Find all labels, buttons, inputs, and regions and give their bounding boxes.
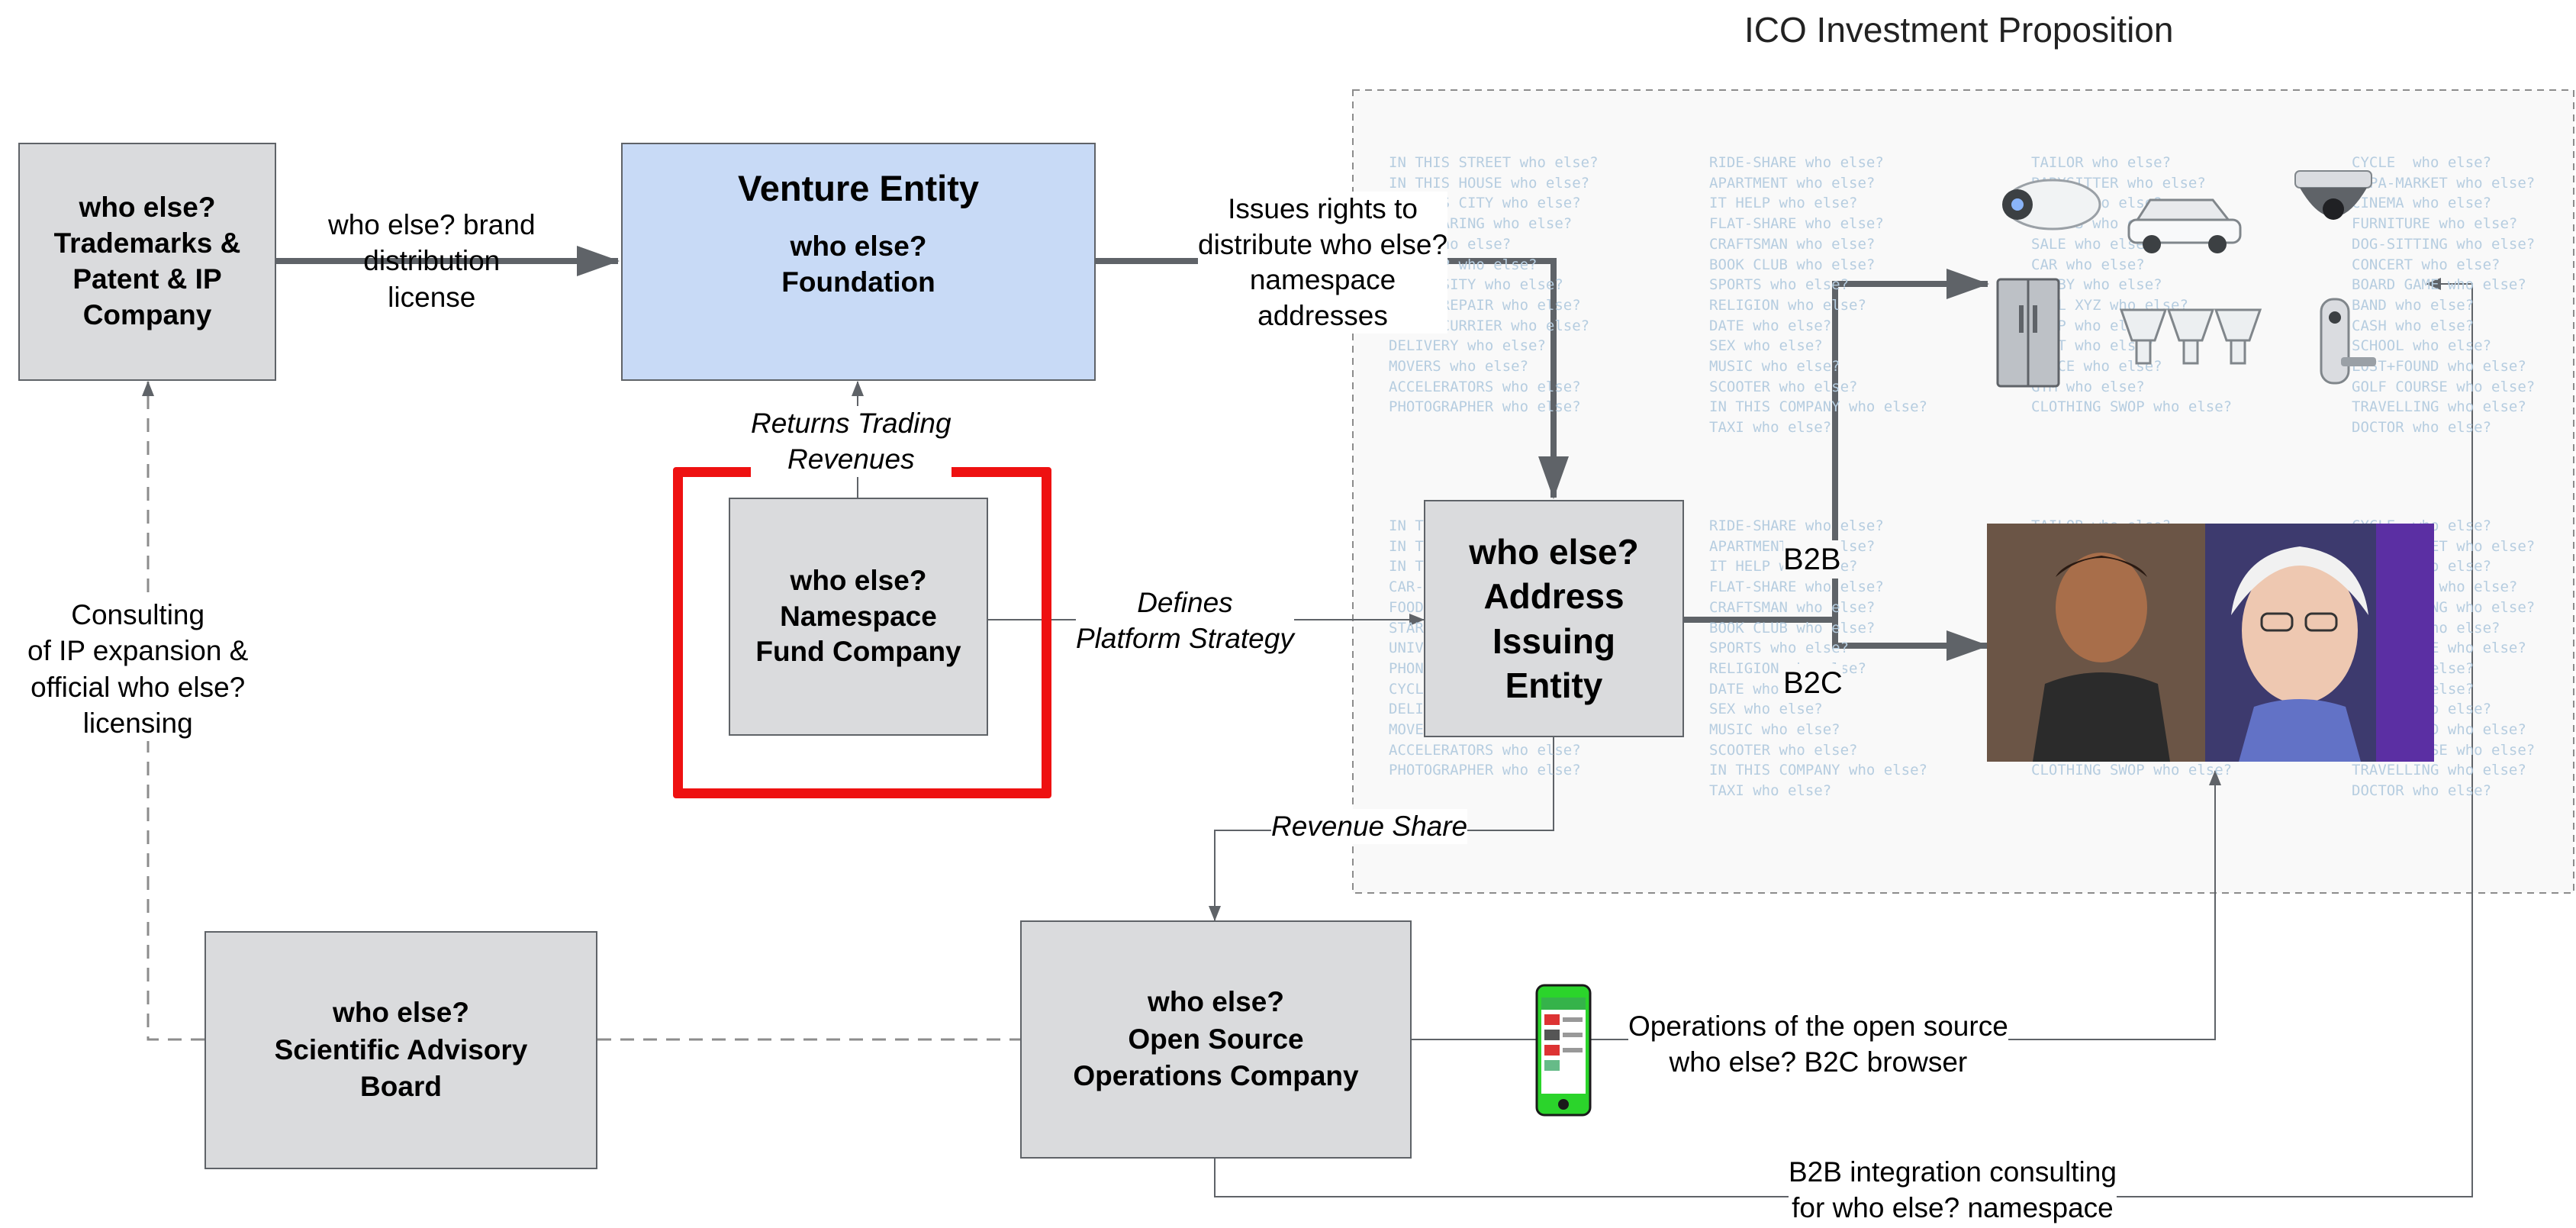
arrow-b2b-integration: [1214, 278, 2473, 1197]
smart-camera-icon: [2002, 179, 2101, 230]
diagram-title: ICO Investment Proposition: [1744, 10, 2174, 50]
venture-line: Foundation: [781, 266, 935, 298]
namespace-fund-line: Namespace: [780, 600, 937, 632]
label-line: Consulting: [71, 599, 205, 630]
label-consulting: Consulting of IP expansion & official wh…: [27, 597, 249, 742]
address-issuing-box: who else? Address Issuing Entity: [1424, 500, 1684, 737]
phone-image: [1535, 984, 1592, 1117]
watermark-list: CYCLE who else? SUPA-MARKET who else? CI…: [2352, 154, 2536, 437]
address-issuing-line: who else?: [1469, 531, 1639, 572]
namespace-fund-line: who else?: [790, 564, 927, 596]
arrow-consulting: [142, 381, 204, 1041]
venture-line: who else?: [790, 230, 927, 262]
trademarks-line: Company: [82, 298, 212, 330]
label-line: for who else? namespace: [1792, 1191, 2114, 1223]
label-line: who else? B2C browser: [1669, 1046, 1968, 1078]
label-line: Revenues: [787, 443, 915, 475]
watermark-list: RIDE-SHARE who else? APARTMENT who else?…: [1709, 154, 1927, 437]
venture-entity-box: Venture Entity who else? Foundation: [621, 143, 1096, 381]
scientific-line: Board: [360, 1071, 442, 1103]
label-line: license: [388, 281, 476, 313]
label-line: official who else?: [31, 671, 246, 703]
car-icon: [2127, 198, 2242, 253]
label-line: B2B integration consulting: [1789, 1156, 2117, 1188]
watermark-column-1: IN THIS STREET who else? IN THIS HOUSE w…: [1389, 153, 1599, 417]
scientific-line: who else?: [333, 997, 469, 1029]
open-source-box: who else? Open Source Operations Company: [1020, 920, 1412, 1159]
label-line: of IP expansion &: [27, 635, 249, 667]
scientific-line: Scientific Advisory: [274, 1033, 528, 1065]
label-b2b: B2B: [1783, 540, 1841, 579]
address-issuing-line: Entity: [1505, 665, 1603, 705]
trademarks-line: Patent & IP: [72, 263, 222, 295]
label-b2b-integration: B2B integration consulting for who else?…: [1789, 1155, 2117, 1226]
trademarks-box: who else? Trademarks & Patent & IP Compa…: [18, 143, 276, 381]
fridge-icon: [1996, 278, 2060, 388]
label-brand-license: who else? brand distribution license: [328, 207, 536, 315]
label-line: Platform Strategy: [1076, 620, 1294, 657]
arrow-b2b: [1832, 269, 1989, 620]
label-line: Issues rights to: [1228, 193, 1418, 224]
address-issuing-line: Address: [1483, 576, 1624, 617]
address-issuing-line: Issuing: [1492, 620, 1616, 661]
label-line: who else? brand: [328, 209, 536, 240]
watermark-column-4: CYCLE who else? SUPA-MARKET who else? CI…: [2352, 153, 2535, 438]
label-operations: Operations of the open source who else? …: [1628, 1009, 2008, 1081]
label-revenue-share: Revenue Share: [1271, 809, 1468, 845]
open-source-line: who else?: [1148, 986, 1284, 1018]
label-line: Operations of the open source: [1628, 1010, 2008, 1042]
child-figure: [2033, 553, 2170, 762]
label-line: addresses: [1257, 299, 1388, 331]
trademarks-line: Trademarks &: [53, 227, 241, 259]
label-returns-trading: Returns Trading Revenues: [751, 406, 952, 478]
open-source-line: Open Source: [1128, 1023, 1304, 1055]
b2c-people-photo: [1987, 524, 2434, 762]
venture-heading: Venture Entity: [737, 168, 979, 208]
label-b2c: B2C: [1783, 664, 1843, 702]
arrow-b2c: [1832, 620, 1989, 661]
elderly-woman-figure: [2231, 546, 2368, 762]
watermark-list: RIDE-SHARE who else? APARTMENT who else?…: [1709, 517, 1927, 800]
light-bulbs-icon: [2119, 308, 2262, 365]
namespace-fund-box: who else? Namespace Fund Company: [729, 498, 988, 736]
dome-camera-icon: [2294, 170, 2372, 220]
watermark-column-2: RIDE-SHARE who else? APARTMENT who else?…: [1709, 153, 1927, 438]
label-line: distribute who else?: [1198, 228, 1448, 260]
open-source-line: Operations Company: [1073, 1060, 1359, 1092]
namespace-fund-line: Fund Company: [755, 636, 961, 668]
label-line: namespace: [1249, 264, 1396, 296]
label-line: Returns Trading: [751, 408, 952, 439]
label-defines-platform: Defines Platform Strategy: [1076, 585, 1294, 657]
smart-lock-icon: [2320, 298, 2376, 385]
watermark-column-2b: RIDE-SHARE who else? APARTMENT who else?…: [1709, 516, 1927, 801]
label-line: Defines: [1076, 585, 1294, 621]
watermark-list: IN THIS STREET who else? IN THIS HOUSE w…: [1389, 154, 1599, 416]
trademarks-line: who else?: [79, 192, 216, 224]
label-line: distribution: [363, 245, 501, 277]
label-issues-rights: Issues rights to distribute who else? na…: [1198, 192, 1448, 334]
label-line: licensing: [82, 707, 193, 740]
scientific-advisory-box: who else? Scientific Advisory Board: [204, 931, 597, 1169]
b2b-devices-image: [1996, 170, 2376, 388]
